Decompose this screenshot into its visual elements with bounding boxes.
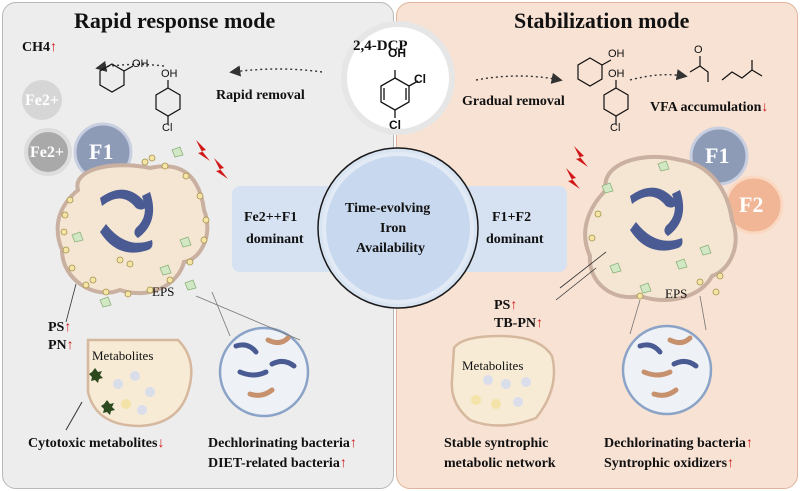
right-box-line1: F1+F2 xyxy=(492,210,532,225)
ch4-label: CH4↑ xyxy=(22,40,57,55)
oh-label-dcp: OH xyxy=(388,46,406,60)
tbpn-label: TB-PN↑ xyxy=(494,316,543,331)
o-label-vfa: O xyxy=(694,44,703,56)
metabolites-droplet-left xyxy=(86,338,193,428)
metabolites-label-right: Metabolites xyxy=(462,358,524,373)
circle-line3: Availability xyxy=(356,241,425,256)
lightning-icon-right xyxy=(566,146,588,189)
phenol-structure-right xyxy=(577,57,612,87)
cl-label-left: Cl xyxy=(162,122,173,134)
oh-label-left-1: OH xyxy=(132,58,149,70)
dechlor-label-left: Dechlorinating bacteria↑ xyxy=(208,436,357,451)
cl-label-right: Cl xyxy=(610,122,621,134)
left-title: Rapid response mode xyxy=(74,8,276,33)
ps-label-right: PS↑ xyxy=(494,298,518,313)
f1-label-right: F1 xyxy=(705,143,730,168)
chlorophenol-structure-right xyxy=(603,80,629,124)
stable-label-2: metabolic network xyxy=(444,456,556,471)
f2-label: F2 xyxy=(739,192,764,217)
syntrophic-label: Syntrophic oxidizers↑ xyxy=(604,456,735,471)
vfa-structures xyxy=(689,56,763,82)
lens-circle-right xyxy=(621,324,713,416)
lightning-icon-left xyxy=(196,140,228,179)
fe2-label-2: Fe2+ xyxy=(30,144,64,161)
phenol-structure-left xyxy=(99,63,134,93)
left-box-line1: Fe2++F1 xyxy=(244,210,298,225)
cytotoxic-label: Cytotoxic metabolites↓ xyxy=(28,436,165,451)
pn-label-left: PN↑ xyxy=(48,338,74,353)
cl-label-dcp-2: Cl xyxy=(389,118,401,132)
circle-line1: Time-evolving xyxy=(345,201,431,216)
f1-label-left: F1 xyxy=(89,139,114,164)
eps-label-right: EPS xyxy=(665,286,688,301)
chlorophenol-structure-left xyxy=(155,80,181,124)
cl-label-dcp-1: Cl xyxy=(414,72,426,86)
dcp-label: 2,4-DCP xyxy=(353,38,408,54)
gradual-removal-label: Gradual removal xyxy=(462,94,565,109)
ps-label-left: PS↑ xyxy=(48,320,72,335)
dechlor-label-right: Dechlorinating bacteria↑ xyxy=(604,436,753,451)
eps-label-left: EPS xyxy=(152,284,175,299)
stable-label-1: Stable syntrophic xyxy=(444,436,549,451)
dcp-compound-circle xyxy=(341,21,455,135)
dcp-structure xyxy=(380,70,419,118)
left-cell xyxy=(55,163,210,296)
metabolites-label-left: Metabolites xyxy=(92,348,154,363)
diet-label: DIET-related bacteria↑ xyxy=(208,456,347,471)
right-title: Stabilization mode xyxy=(514,8,690,33)
left-box-line2: dominant xyxy=(246,232,304,247)
fe2-circle-2 xyxy=(24,128,72,176)
rapid-removal-label: Rapid removal xyxy=(216,88,305,103)
oh-label-left-2: OH xyxy=(161,68,178,80)
right-box-line2: dominant xyxy=(486,232,544,247)
fe2-circle-1 xyxy=(22,80,62,120)
circle-line2: Iron xyxy=(380,221,407,236)
oh-label-right-1: OH xyxy=(608,48,625,60)
vfa-label: VFA accumulation↓ xyxy=(650,100,769,115)
oh-label-right-2: OH xyxy=(608,68,625,80)
left-bacteria xyxy=(100,189,154,253)
right-bacteria xyxy=(630,187,684,251)
fe2-label-1: Fe2+ xyxy=(25,92,59,109)
right-cell xyxy=(583,154,738,302)
